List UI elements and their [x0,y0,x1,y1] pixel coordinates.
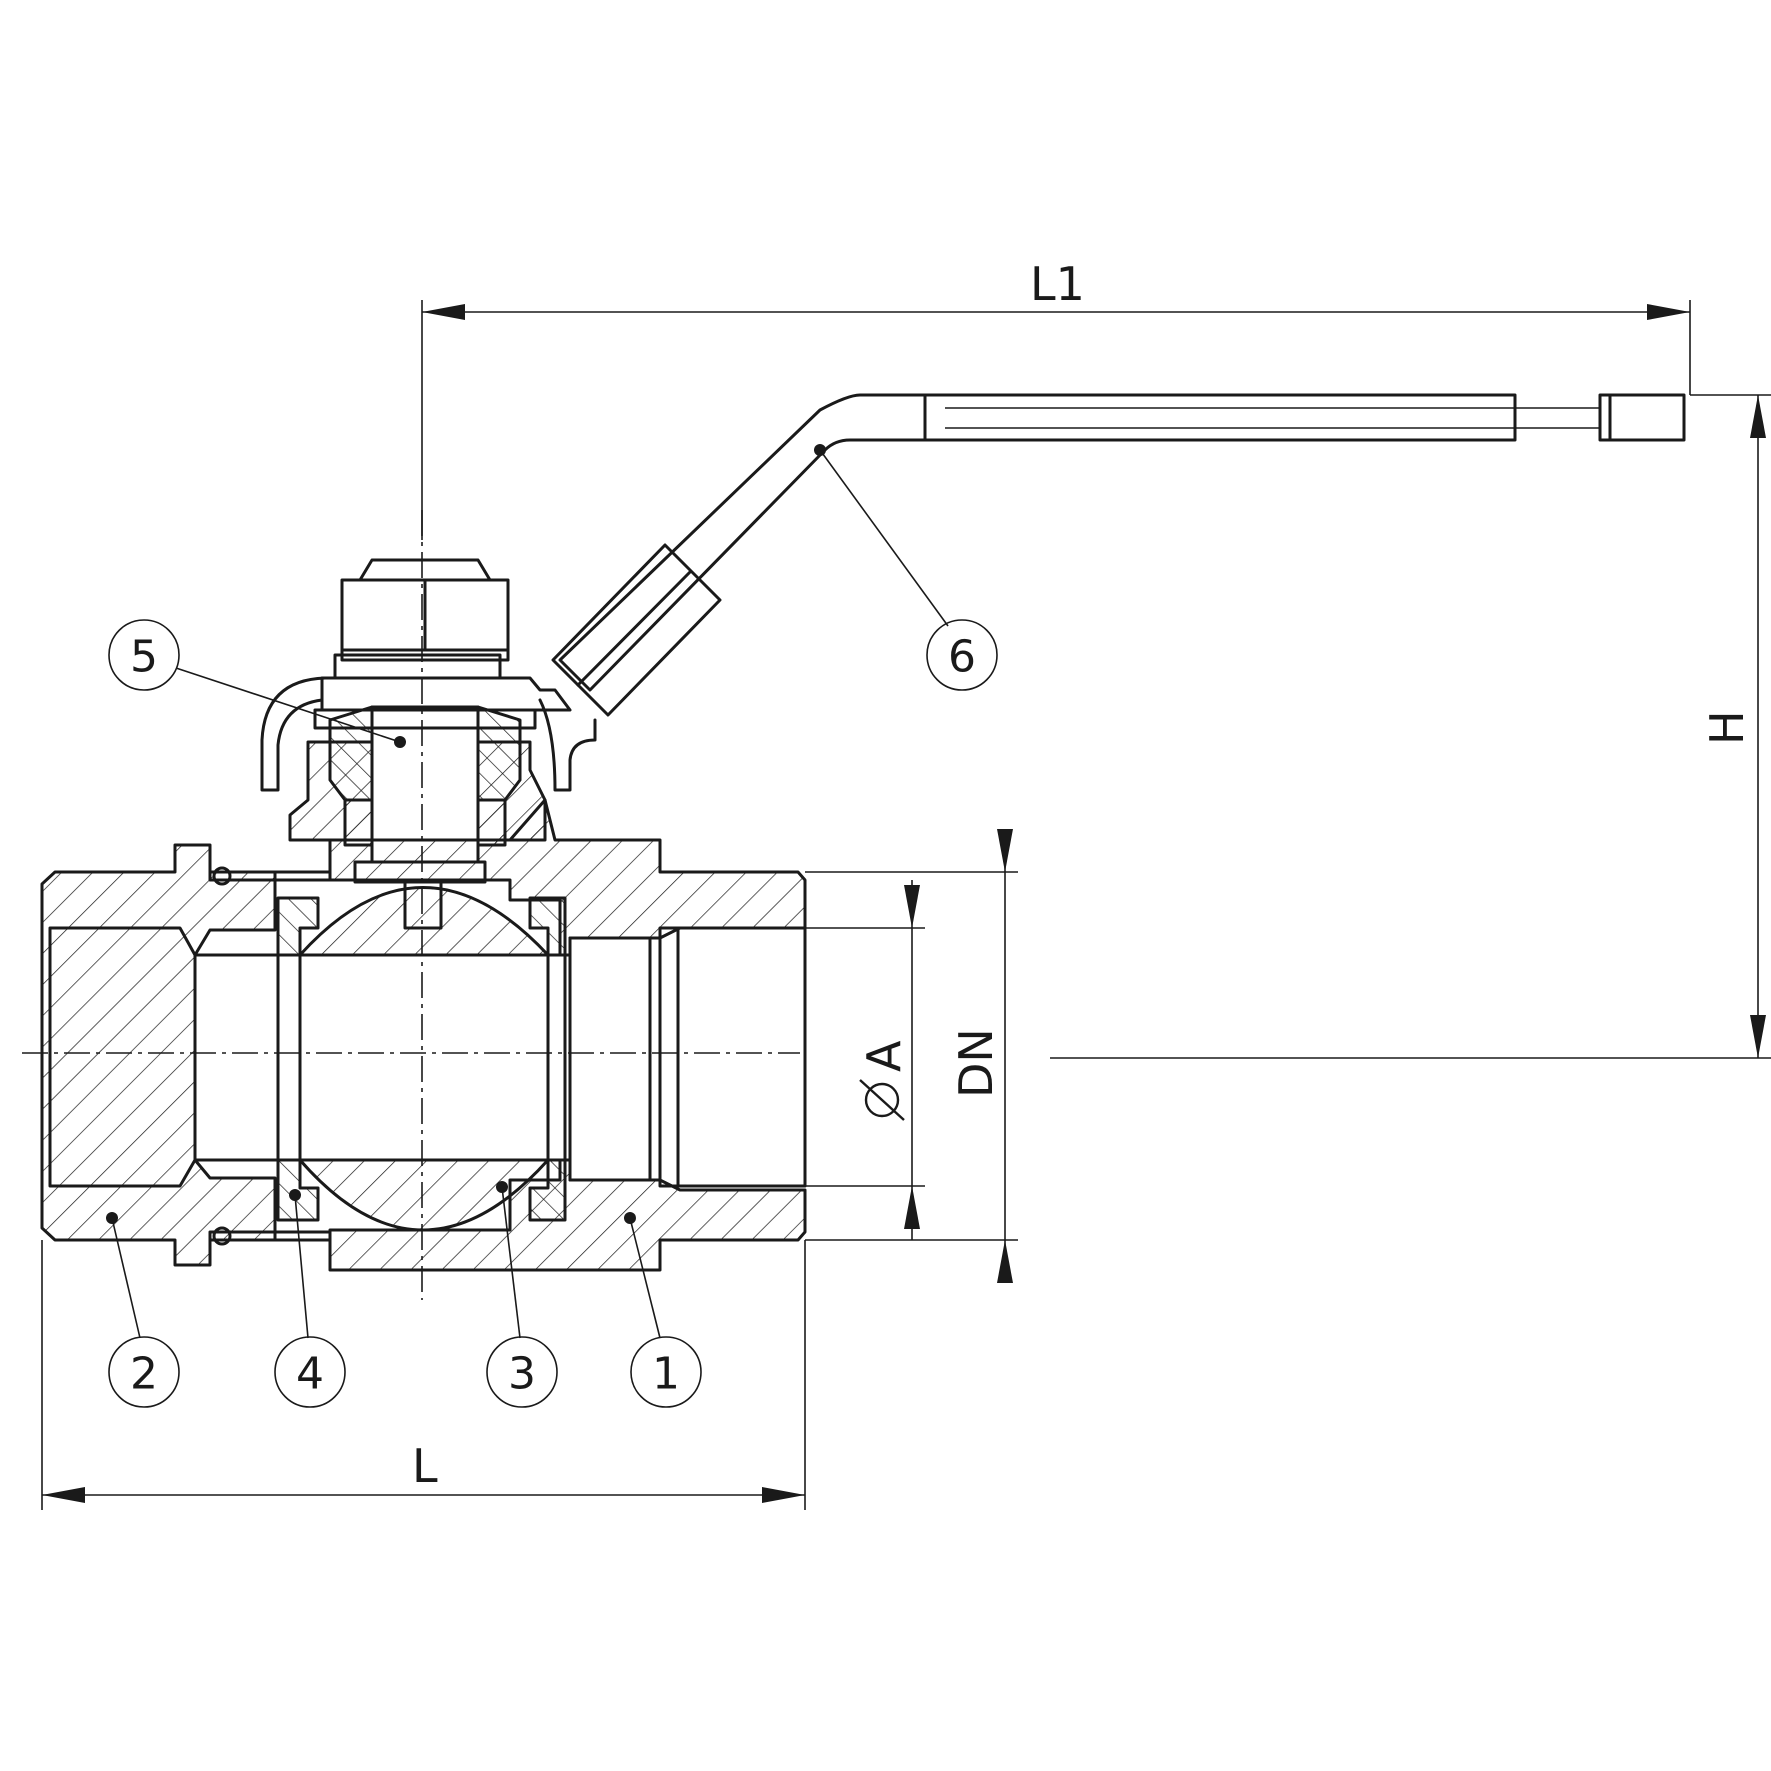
dimension-h: H [1050,394,1771,1059]
dimensions: L1 L H [41,257,1771,1510]
callout-2: 2 [106,1212,180,1408]
part-callouts: 5 6 2 4 3 [106,444,998,1408]
handle [260,393,1686,792]
callout-4-label: 4 [296,1349,324,1400]
dimension-l: L [41,1240,806,1510]
callout-1-label: 1 [652,1349,680,1400]
flow-bore [193,926,807,1188]
callout-3: 3 [486,1181,558,1408]
callout-2-label: 2 [130,1349,158,1400]
callout-6: 6 [814,444,998,691]
label-h: H [1700,710,1754,745]
callout-3-label: 3 [508,1349,536,1400]
callout-1: 1 [624,1212,702,1408]
stem [313,705,537,930]
callout-4: 4 [274,1189,346,1408]
callout-6-label: 6 [948,632,976,683]
label-dn: DN [949,1028,1003,1098]
ball [298,886,550,1232]
label-l1: L1 [1030,257,1085,311]
dimension-diameter-a: A [805,880,925,1240]
dimension-dn: DN [805,829,1018,1283]
dimension-l1: L1 [421,257,1691,540]
label-a: A [857,1040,911,1072]
end-connector [40,843,277,1267]
callout-5-label: 5 [130,632,158,683]
body-joint-seals [208,866,332,1246]
label-l: L [412,1439,438,1493]
callout-5: 5 [108,619,406,748]
seats [276,896,567,1222]
